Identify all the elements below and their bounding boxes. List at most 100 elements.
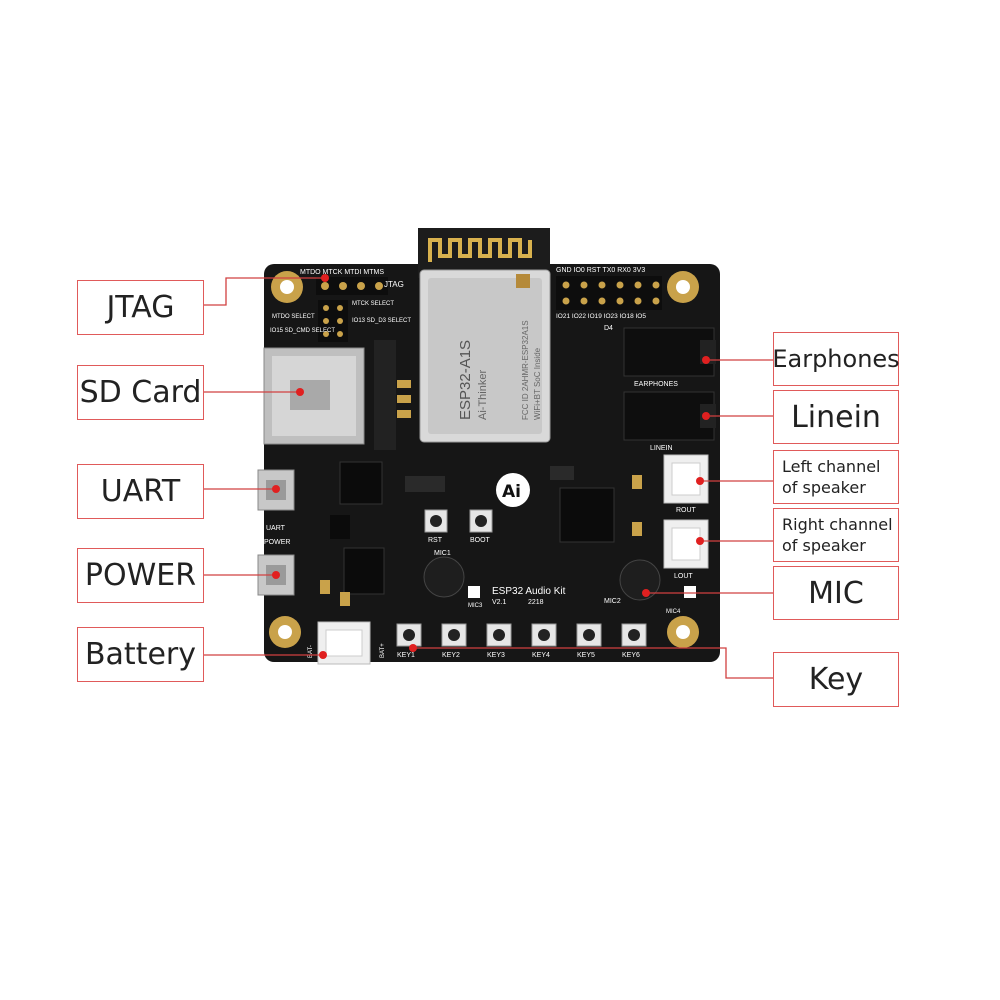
key-label-2: KEY2: [442, 652, 460, 659]
ai-logo-text: Ai: [502, 482, 521, 502]
rst-button-graphic: [424, 509, 448, 533]
ic-chip: [330, 515, 350, 539]
lout-silk: LOUT: [674, 573, 693, 580]
ai-logo: [496, 473, 530, 507]
key-button-5: KEY5: [576, 623, 602, 659]
callout-key: Key: [773, 652, 899, 707]
linein-silk: LINEIN: [650, 445, 673, 452]
mic4-pad: [684, 586, 696, 598]
leader-lines: [204, 277, 773, 679]
kit-name: ESP32 Audio Kit: [492, 586, 566, 597]
sd-card-slot: [263, 347, 365, 445]
earphones-jack: [623, 327, 716, 377]
module-shield: [428, 278, 542, 434]
key-label-6: KEY6: [622, 652, 640, 659]
callout-right-speaker-line2: of speaker: [782, 536, 866, 555]
callout-key-label: Key: [808, 662, 864, 697]
callout-sd-card: SD Card: [77, 365, 204, 420]
kit-version: V2.1: [492, 599, 507, 606]
key-label-5: KEY5: [577, 652, 595, 659]
callout-left-speaker-line1: Left channel: [782, 457, 881, 476]
jtag-silk: JTAG: [384, 280, 404, 289]
key-button-1: KEY1: [396, 623, 422, 659]
key-button-3: KEY3: [486, 623, 512, 659]
callout-linein-label: Linein: [791, 399, 881, 435]
jtag-pin-labels: MTDO MTCK MTDI MTMS: [300, 269, 384, 276]
jtag-header: [316, 277, 388, 295]
callout-jtag: JTAG: [77, 280, 204, 335]
callout-mic: MIC: [773, 566, 899, 620]
callout-right-speaker-line1: Right channel: [782, 515, 893, 534]
capacitor: [340, 592, 350, 606]
callout-earphones-label: Earphones: [772, 345, 900, 373]
key-button-6: KEY6: [621, 623, 647, 659]
callout-right-speaker: Right channel of speaker: [773, 508, 899, 562]
select-jumpers: [318, 300, 348, 342]
callout-uart: UART: [77, 464, 204, 519]
key-label-4: KEY4: [532, 652, 550, 659]
mic1-silk: MIC1: [434, 550, 451, 557]
module-name: ESP32-A1S: [457, 340, 474, 420]
battery-connector: [317, 621, 371, 665]
mounting-hole-top-right: [667, 271, 699, 303]
mic3-silk: MIC3: [468, 603, 483, 609]
mic2-silk: MIC2: [604, 598, 621, 605]
codec-chip: [559, 487, 615, 543]
module-antenna-connector: [516, 274, 530, 288]
key-button-2: KEY2: [441, 623, 467, 659]
bottom-header-labels: IO21 IO22 IO19 IO23 IO18 IO5: [556, 313, 646, 320]
io13-select-label: IO13 SD_D3 SELECT: [352, 318, 411, 324]
callout-jtag-label: JTAG: [106, 290, 175, 325]
module-sub: WiFi+BT SoC Inside: [533, 347, 542, 420]
boot-button-graphic: [469, 509, 493, 533]
earphones-silk: EARPHONES: [634, 381, 678, 388]
ic-chip: [339, 461, 383, 505]
rst-silk: RST: [428, 537, 443, 544]
ic-chip: [343, 547, 385, 595]
component-column: [374, 340, 411, 450]
d4-label: D4: [604, 325, 613, 332]
mounting-hole-top-left: [271, 271, 303, 303]
mic4-silk: MIC4: [666, 609, 681, 615]
capacitor: [632, 475, 642, 489]
callout-linein: Linein: [773, 390, 899, 444]
mic2-graphic: [619, 559, 661, 601]
boot-silk: BOOT: [470, 537, 491, 544]
mtck-select-label: MTCK SELECT: [352, 301, 394, 307]
antenna-trace: [428, 238, 532, 262]
callout-left-speaker-line2: of speaker: [782, 478, 866, 497]
key-label-3: KEY3: [487, 652, 505, 659]
callout-power: POWER: [77, 548, 204, 603]
callout-left-speaker: Left channel of speaker: [773, 450, 899, 504]
component: [405, 476, 445, 492]
mic1-graphic: [423, 556, 465, 598]
bat-minus-silk: BAT-: [308, 645, 314, 658]
callout-battery: Battery: [77, 627, 204, 682]
capacitor: [320, 580, 330, 594]
key-label-1: KEY1: [397, 652, 415, 659]
rout-silk: ROUT: [676, 507, 697, 514]
component: [550, 466, 574, 480]
callout-uart-label: UART: [100, 474, 181, 509]
io15-select-label: IO15 SD_CMD SELECT: [270, 328, 335, 334]
kit-date: 2218: [528, 599, 544, 606]
io-header: [556, 276, 662, 310]
callout-mic-label: MIC: [808, 575, 864, 611]
leader-dots: [272, 274, 710, 659]
power-silk: POWER: [264, 539, 290, 546]
key-button-4: KEY4: [531, 623, 557, 659]
mtdo-select-label: MTDO SELECT: [272, 314, 315, 320]
key-buttons: KEY1 KEY2 KEY3 KEY4 KEY5 KEY6: [396, 623, 647, 659]
uart-silk: UART: [266, 525, 286, 532]
bat-plus-silk: BAT+: [380, 643, 386, 658]
module-brand: Ai-Thinker: [477, 370, 489, 420]
mounting-hole-bottom-right: [667, 616, 699, 648]
rout-connector: [663, 454, 709, 504]
callout-sd-card-label: SD Card: [79, 375, 202, 410]
capacitor: [632, 522, 642, 536]
callout-earphones: Earphones: [772, 332, 900, 386]
top-header-labels: GND IO0 RST TX0 RX0 3V3: [556, 267, 645, 274]
mic3-pad: [468, 586, 480, 598]
module-fcc: FCC ID 2AHMR-ESP32A1S: [521, 320, 530, 420]
